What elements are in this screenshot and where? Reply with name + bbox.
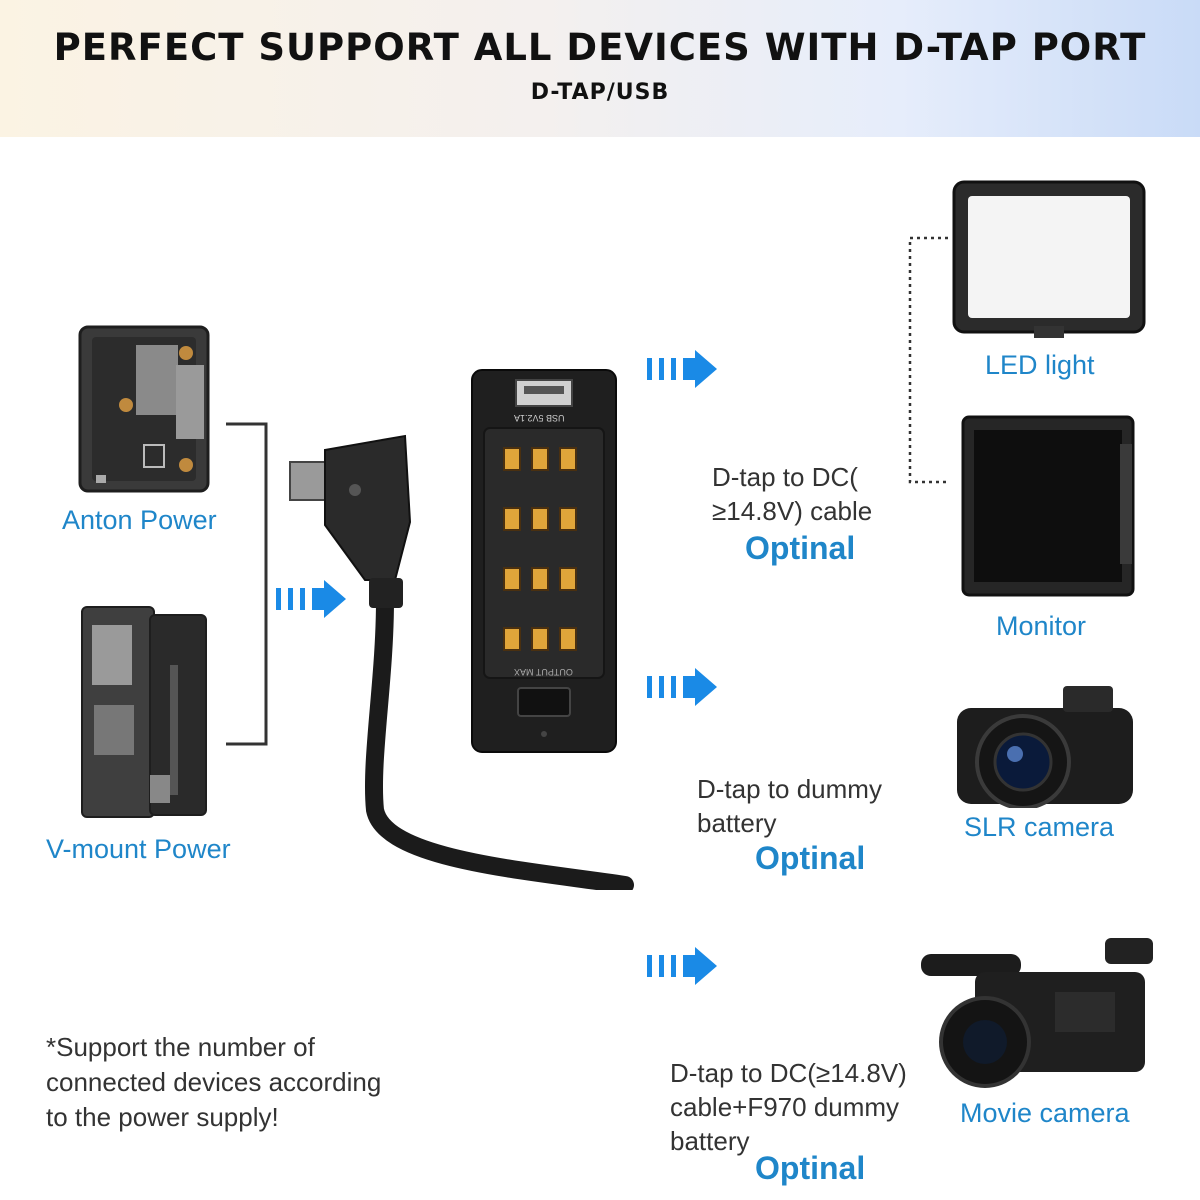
header-banner: PERFECT SUPPORT ALL DEVICES WITH D-TAP P…	[0, 0, 1200, 137]
output-1-description: D-tap to DC( ≥14.8V) cable	[712, 460, 872, 528]
movie-camera-image	[915, 932, 1165, 1092]
slr-camera-image	[953, 678, 1137, 808]
monitor-label: Monitor	[996, 611, 1087, 641]
note-line1: *Support the number of	[46, 1032, 315, 1062]
page-subtitle: D-TAP/USB	[530, 80, 670, 105]
vmount-battery-image	[80, 605, 210, 820]
output-2-line2: battery	[697, 808, 777, 838]
output-2-description: D-tap to dummy battery	[697, 772, 882, 840]
output-arrow-3-icon	[645, 947, 721, 985]
output-3-line2: cable+F970 dummy	[670, 1092, 900, 1122]
output-arrow-2-icon	[645, 668, 721, 706]
note-line3: to the power supply!	[46, 1102, 279, 1132]
vmount-power-label: V-mount Power	[46, 834, 231, 864]
output-2-line1: D-tap to dummy	[697, 774, 882, 804]
output-max-label: OUTPUT MAX	[514, 667, 573, 677]
monitor-image	[960, 414, 1136, 598]
output-3-optional: Optinal	[755, 1150, 866, 1186]
dotted-connector	[908, 236, 948, 484]
dtap-hub-image	[470, 368, 618, 754]
output-3-description: D-tap to DC(≥14.8V) cable+F970 dummy bat…	[670, 1056, 907, 1158]
output-3-line3: battery	[670, 1126, 750, 1156]
output-2-optional: Optinal	[755, 840, 866, 876]
support-note: *Support the number of connected devices…	[46, 1030, 446, 1135]
led-light-label: LED light	[985, 350, 1095, 380]
output-arrow-1-icon	[645, 350, 721, 388]
slr-camera-label: SLR camera	[964, 812, 1115, 842]
source-bracket	[226, 422, 268, 746]
output-1-line2: ≥14.8V) cable	[712, 496, 873, 526]
note-line2: connected devices according	[46, 1067, 382, 1097]
led-light-image	[950, 178, 1150, 340]
anton-battery-image	[78, 325, 210, 493]
output-1-optional: Optinal	[745, 530, 856, 566]
anton-power-label: Anton Power	[62, 505, 217, 535]
output-1-line1: D-tap to DC(	[712, 462, 858, 492]
source-arrow-icon	[274, 580, 350, 618]
dtap-plug-cable	[289, 434, 634, 890]
page-title: PERFECT SUPPORT ALL DEVICES WITH D-TAP P…	[53, 26, 1147, 69]
usb-port-label: USB 5V2.1A	[514, 413, 565, 423]
output-3-line1: D-tap to DC(≥14.8V)	[670, 1058, 907, 1088]
movie-camera-label: Movie camera	[960, 1098, 1130, 1128]
